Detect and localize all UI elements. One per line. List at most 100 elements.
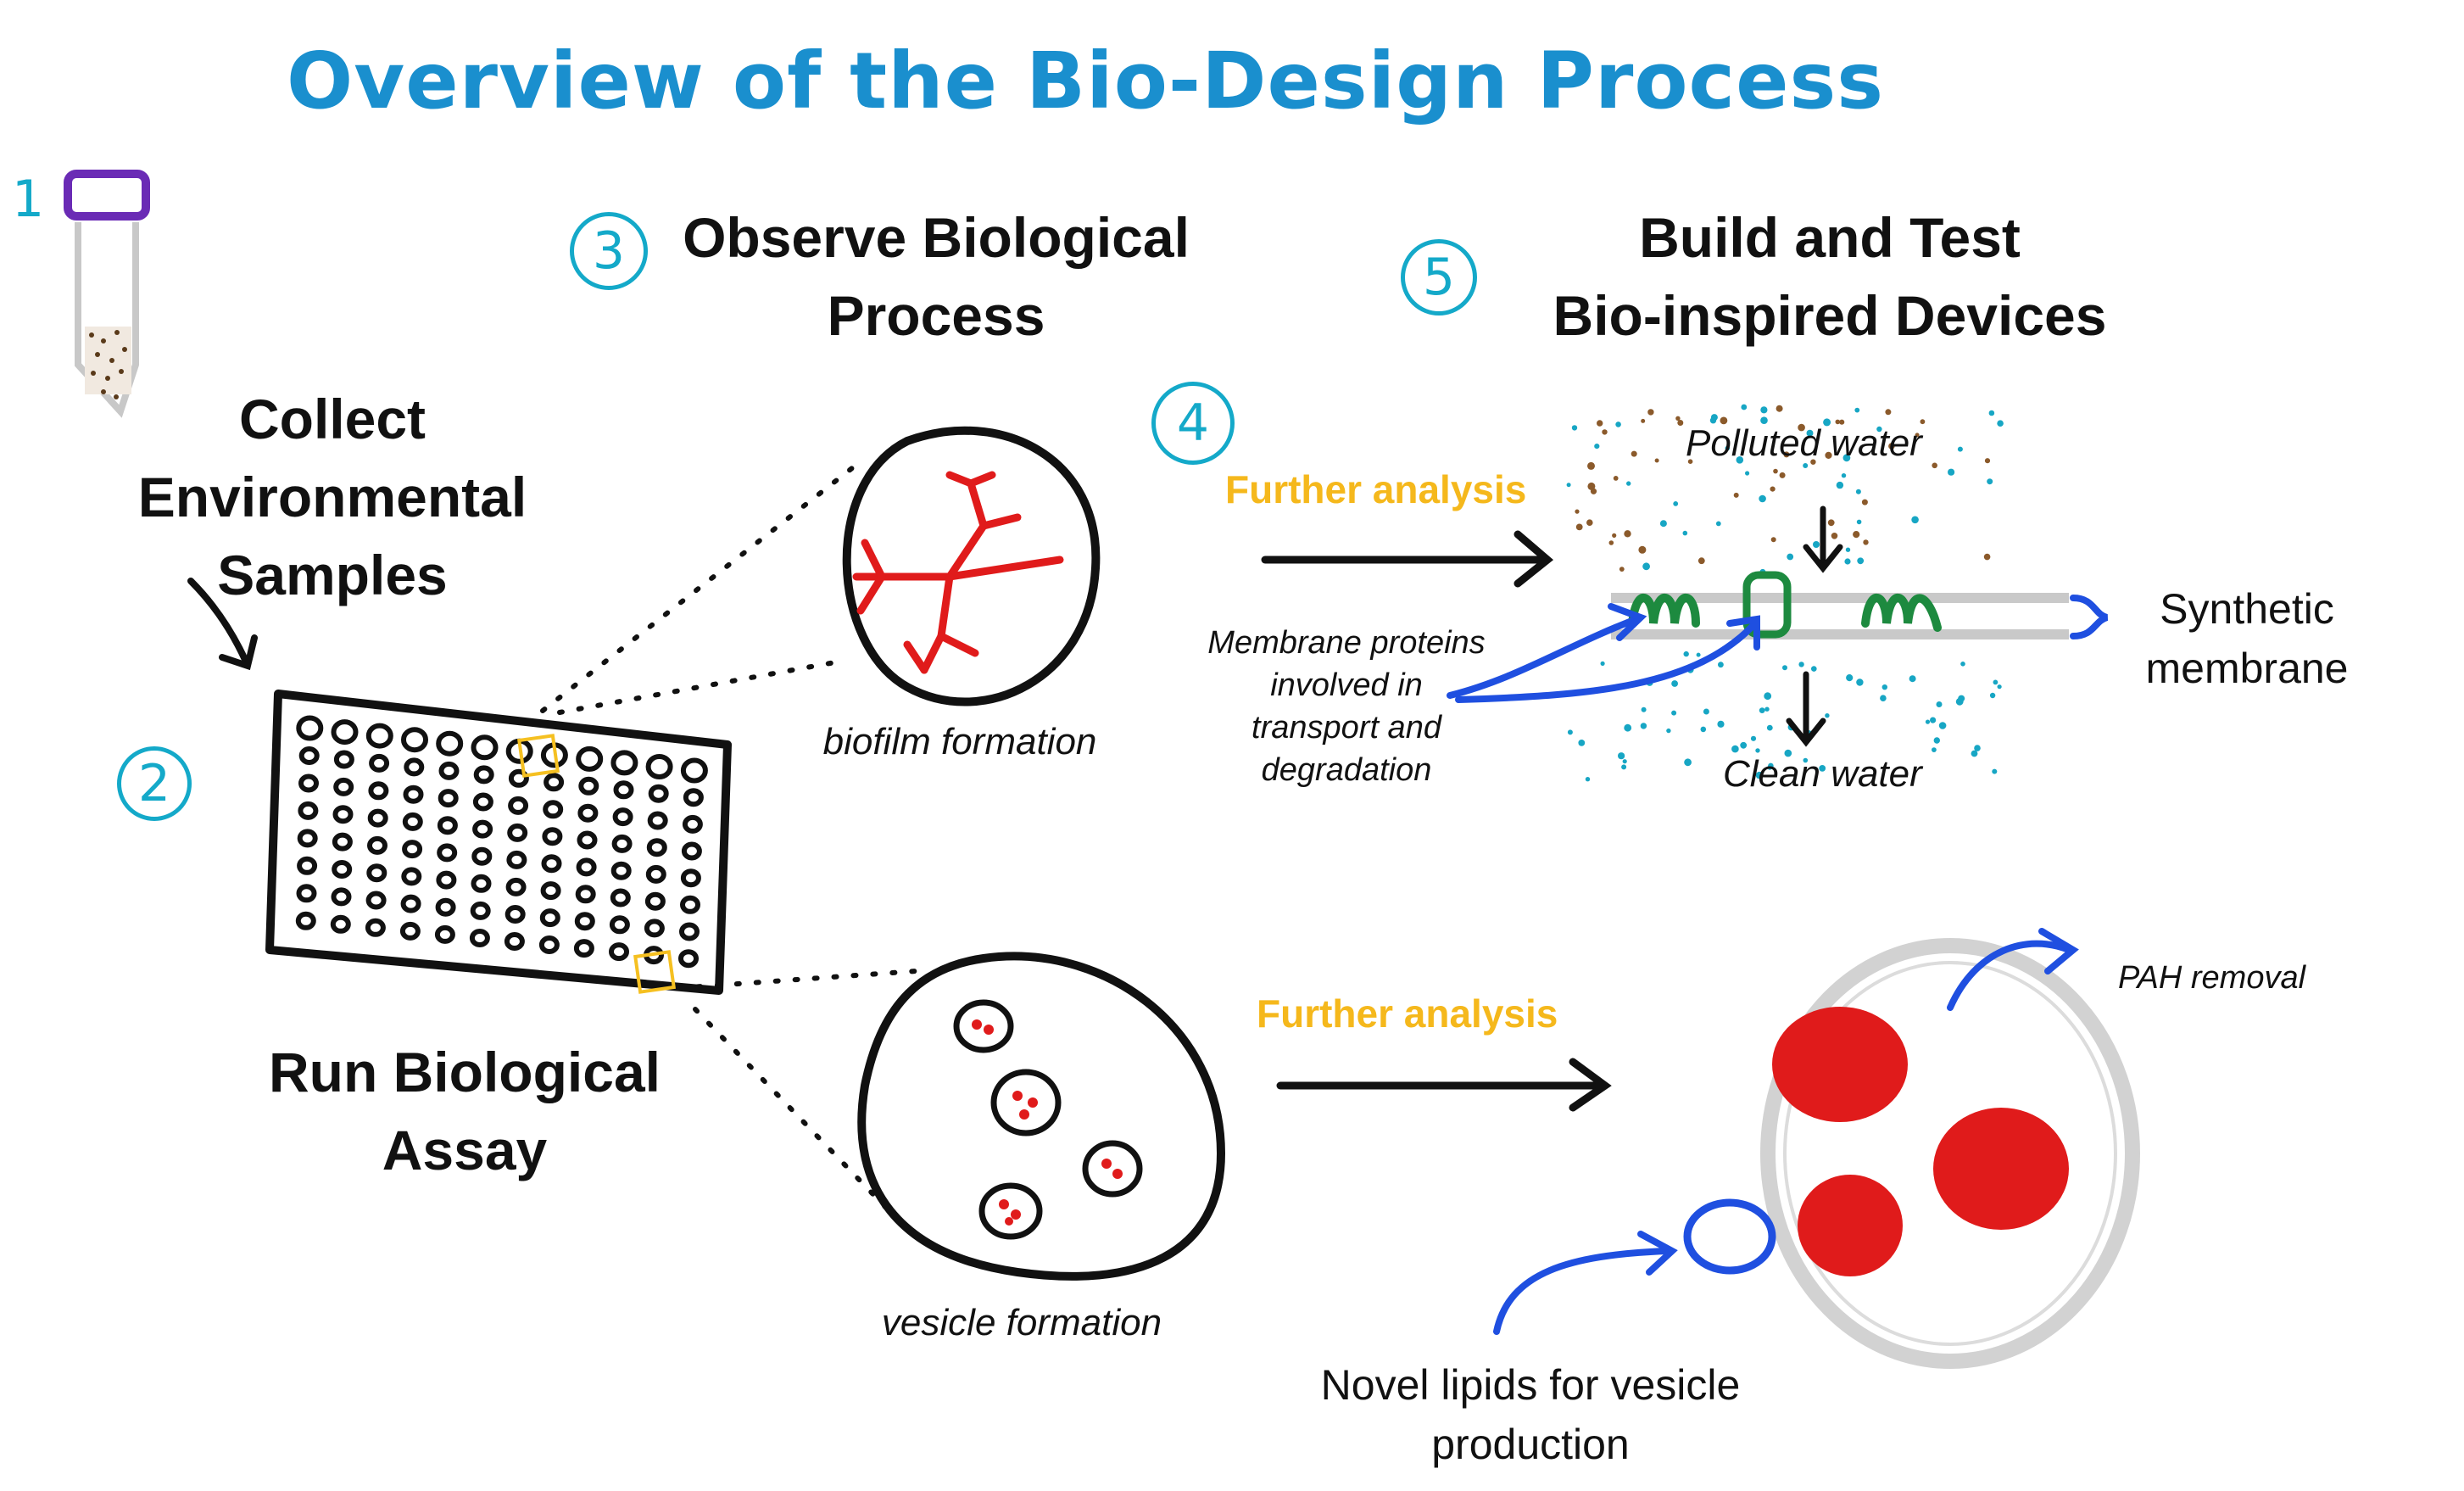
pollutant-speck — [1697, 557, 1705, 565]
pollutant-speck — [1673, 501, 1679, 506]
pollutant-speck — [1760, 406, 1768, 414]
pollutant-speck — [1759, 494, 1766, 503]
pollutant-speck — [1783, 451, 1790, 458]
well — [367, 808, 388, 828]
well — [540, 881, 561, 901]
pollutant-speck — [1806, 429, 1814, 437]
pollutant-speck — [1571, 425, 1578, 431]
pollutant-speck — [1857, 557, 1865, 565]
pollutant-speck — [1861, 499, 1868, 505]
pollutant-speck — [1720, 416, 1728, 425]
pollutant-speck — [1770, 537, 1776, 543]
well — [577, 830, 598, 850]
pollutant-speck — [1600, 661, 1605, 667]
pollutant-speck — [1767, 765, 1772, 770]
well — [365, 891, 387, 910]
well — [506, 850, 527, 869]
pollutant-speck — [1586, 519, 1593, 526]
well — [678, 949, 699, 969]
well — [680, 757, 708, 784]
pollutant-speck — [1798, 423, 1805, 432]
protein-pointer-upper — [1447, 616, 1640, 699]
well — [470, 901, 491, 920]
membrane-panel — [1447, 404, 2109, 782]
well — [612, 807, 633, 827]
lipid-highlight — [1683, 1198, 1776, 1275]
well — [610, 861, 632, 880]
pollutant-speck — [1957, 446, 1963, 452]
pollutant-speck — [1779, 472, 1786, 478]
pollutant-speck — [1813, 541, 1820, 548]
pollutant-speck — [1920, 419, 1926, 425]
well — [471, 846, 493, 866]
pollutant-speck — [1594, 444, 1600, 450]
well — [332, 805, 354, 824]
pollutant-speck — [1974, 745, 1981, 751]
pollutant-speck — [1983, 553, 1991, 561]
well — [436, 730, 464, 757]
well — [644, 919, 665, 938]
well — [538, 935, 560, 954]
lipid-pointer — [1493, 1248, 1670, 1335]
well — [295, 911, 316, 930]
well — [541, 854, 562, 874]
pollutant-speck — [1608, 540, 1614, 545]
well — [435, 897, 456, 917]
well — [544, 773, 565, 792]
pollutant-speck — [1876, 426, 1882, 433]
well — [610, 888, 631, 907]
pollutant-speck — [1731, 745, 1739, 753]
pollutant-speck — [1932, 462, 1937, 469]
membrane-brace — [2070, 595, 2109, 639]
well — [543, 800, 564, 819]
well — [609, 942, 629, 962]
pollutant-speck — [1587, 482, 1596, 490]
pollutant-speck — [1717, 720, 1725, 728]
pollutant-speck — [1938, 722, 1947, 729]
pollutant-speck — [1856, 519, 1862, 525]
pollutant-speck — [1622, 759, 1627, 764]
pollutant-speck — [1958, 695, 1965, 702]
pollutant-speck — [1642, 562, 1650, 571]
well — [472, 792, 493, 812]
biofilm-circle — [842, 426, 1101, 706]
pollutant-speck — [1915, 433, 1920, 438]
well — [401, 867, 422, 886]
well — [471, 874, 492, 893]
well — [505, 877, 527, 896]
well — [333, 750, 354, 769]
pollutant-speck — [1683, 651, 1689, 657]
pollutant-speck — [1696, 652, 1701, 657]
pollutant-speck — [1750, 735, 1757, 741]
pollutant-speck — [1810, 459, 1816, 465]
step-number-2: 2 — [117, 746, 192, 821]
analysis-arrowhead-bottom — [1569, 1058, 1612, 1112]
vesicle-panel — [1493, 928, 2140, 1369]
pollutant-speck — [1811, 666, 1817, 672]
pollutant-speck — [1845, 547, 1851, 552]
pollutant-speck — [1631, 450, 1637, 457]
well — [437, 816, 458, 835]
pollutant-speck — [1933, 737, 1940, 744]
biofilm-branches — [852, 471, 1064, 674]
pollutant-speck — [1987, 478, 1993, 485]
pollutant-speck — [1618, 752, 1625, 760]
well — [332, 860, 353, 879]
membrane-protein-right — [1861, 594, 1942, 632]
pollutant-speck — [1590, 488, 1597, 494]
well — [539, 908, 560, 928]
well — [613, 780, 634, 800]
pollutant-speck — [1888, 443, 1895, 450]
well — [399, 921, 421, 941]
pollutant-speck — [1641, 418, 1646, 423]
well — [505, 905, 526, 924]
pollutant-speck — [1836, 481, 1844, 489]
pollutant-speck — [1647, 409, 1654, 416]
pollutant-speck — [1755, 748, 1760, 753]
well — [297, 829, 318, 848]
well — [576, 746, 604, 772]
well — [472, 819, 493, 839]
pollutant-speck — [1709, 417, 1717, 424]
pollutant-speck — [1925, 719, 1931, 724]
well — [578, 776, 599, 796]
